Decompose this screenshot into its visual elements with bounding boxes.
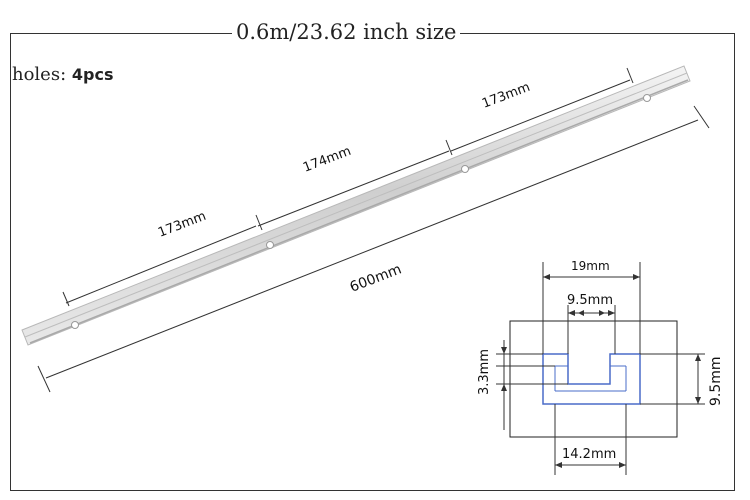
t-track-rail (21, 65, 691, 346)
dim-173-left: 173mm (156, 209, 208, 241)
dim-9-5mm-slot: 9.5mm (567, 293, 613, 308)
mounting-holes (71, 94, 651, 329)
holes-label-text: holes: (12, 64, 67, 85)
profile-box (509, 320, 678, 438)
dim-19mm: 19mm (571, 259, 610, 273)
dim-600-total: 600mm (348, 261, 404, 295)
dim-173-right: 173mm (480, 80, 532, 112)
holes-label: holes: 4pcs (12, 64, 113, 85)
holes-count: 4pcs (71, 65, 114, 84)
rail-dimension-lines (37, 67, 710, 393)
dim-9-5mm-height: 9.5mm (708, 356, 724, 406)
t-slot-profile (542, 353, 641, 405)
dim-3-3mm: 3.3mm (477, 349, 492, 395)
size-title: 0.6m/23.62 inch size (232, 20, 461, 44)
dim-14-2mm: 14.2mm (562, 447, 616, 462)
dim-174-middle: 174mm (301, 144, 353, 176)
cross-section-diagram: 19mm 9.5mm 3.3mm 9.5mm 14.2mm (477, 259, 724, 475)
